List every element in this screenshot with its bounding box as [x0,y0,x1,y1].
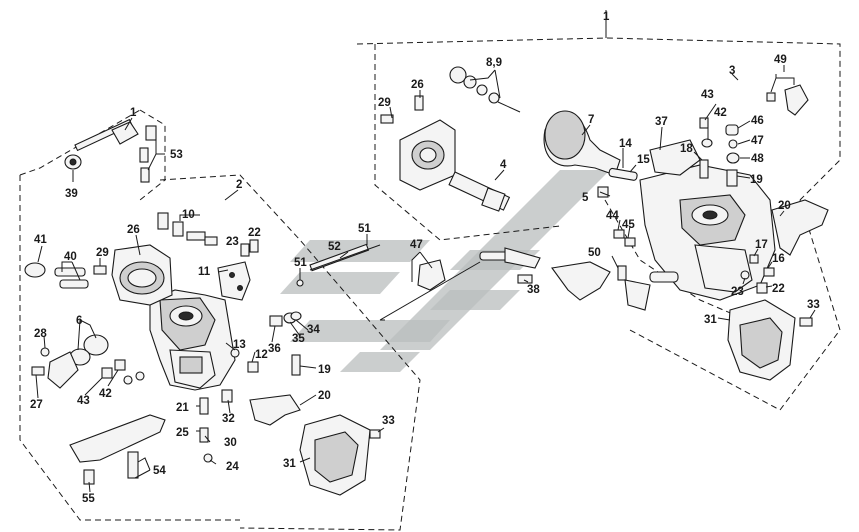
callout-41: 41 [34,234,47,246]
callout-40: 40 [64,251,77,263]
right-carburetor [380,66,829,381]
callout-26-right: 26 [411,79,424,91]
callout-33-left: 33 [382,415,395,427]
callout-8-9: 8,9 [486,57,502,69]
callout-44: 44 [606,210,619,222]
left-carburetor [24,118,381,496]
callout-23-right: 23 [731,286,744,298]
callout-39: 39 [65,188,78,200]
callout-10: 10 [182,209,195,221]
callout-53: 53 [170,149,183,161]
callout-19-right: 19 [750,174,763,186]
callout-22-left: 22 [248,227,261,239]
callout-42-left: 42 [99,388,112,400]
callout-16: 16 [772,253,785,265]
callout-34: 34 [307,324,320,336]
callout-33-right: 33 [807,299,820,311]
callout-26-left: 26 [127,224,140,236]
callout-28: 28 [34,328,47,340]
middle-linkage [309,244,541,321]
callout-52: 52 [328,241,341,253]
callout-38: 38 [527,284,540,296]
callout-14: 14 [619,138,632,150]
callout-47-right: 47 [751,135,764,147]
callout-13: 13 [233,339,246,351]
callout-37: 37 [655,116,668,128]
callout-43-left: 43 [77,395,90,407]
callout-36: 36 [268,343,281,355]
callout-45: 45 [622,219,635,231]
callout-29-right: 29 [378,97,391,109]
callout-17: 17 [755,239,768,251]
callout-20-right: 20 [778,200,791,212]
callout-30: 30 [224,437,237,449]
callout-1-top: 1 [603,11,610,23]
callout-51-left: 51 [294,257,307,269]
callout-12: 12 [255,349,268,361]
callout-7: 7 [588,114,594,126]
callout-1: 1 [130,107,137,119]
callout-5: 5 [582,192,589,204]
callout-labels: 1 1 2 3 4 5 6 7 8,9 10 11 12 13 14 15 16… [30,11,820,505]
callout-47-left: 47 [410,239,423,251]
callout-27: 27 [30,399,43,411]
callout-11: 11 [198,266,211,278]
callout-20-left: 20 [318,390,331,402]
callout-50: 50 [588,247,601,259]
callout-48: 48 [751,153,764,165]
callout-22-right: 22 [772,283,785,295]
callout-23-left: 23 [226,236,239,248]
callout-32: 32 [222,413,235,425]
callout-25: 25 [176,427,189,439]
callout-31-right: 31 [704,314,717,326]
callout-3: 3 [729,65,735,77]
callout-19-left: 19 [318,364,331,376]
leader-lines [35,65,816,493]
callout-24: 24 [226,461,239,473]
callout-2: 2 [236,179,242,191]
callout-35: 35 [292,333,305,345]
callout-4: 4 [500,159,507,171]
callout-18: 18 [680,143,693,155]
callout-55: 55 [82,493,95,505]
callout-21: 21 [176,402,189,414]
callout-6: 6 [76,315,82,327]
callout-51-right: 51 [358,223,371,235]
callout-43-right: 43 [701,89,714,101]
callout-15: 15 [637,154,650,166]
callout-42-right: 42 [714,107,727,119]
callout-49: 49 [774,54,787,66]
callout-54: 54 [153,465,166,477]
callout-46: 46 [751,115,764,127]
callout-31-left: 31 [283,458,296,470]
callout-29-left: 29 [96,247,109,259]
